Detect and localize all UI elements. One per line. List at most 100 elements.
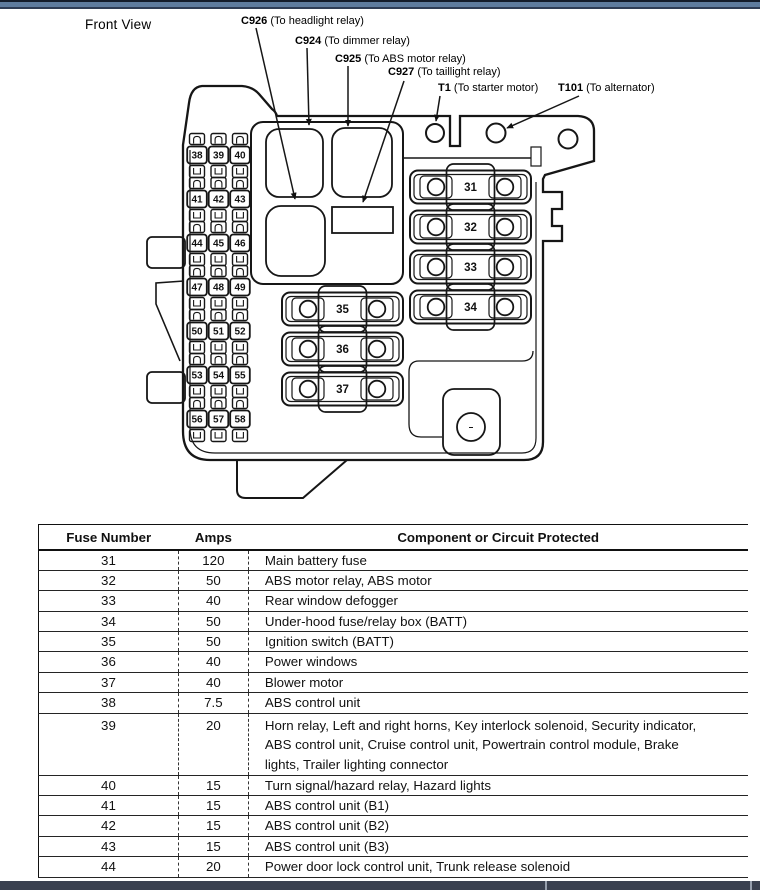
header-fuse-number: Fuse Number (38, 524, 179, 551)
connector-id: C925 (335, 53, 362, 65)
mini-fuse-56: 56 (186, 396, 208, 443)
connector-id: T1 (438, 82, 451, 94)
svg-text:57: 57 (213, 415, 225, 426)
table-row: 34 50 Under-hood fuse/relay box (BATT) (38, 611, 748, 633)
fuse-cell: 34 (38, 611, 179, 633)
connector-id: C926 (241, 15, 268, 27)
fuse-cell: 38 (38, 692, 179, 714)
component-cell: Ignition switch (BATT) (247, 631, 748, 653)
svg-text:58: 58 (234, 415, 246, 426)
component-cell: Turn signal/hazard relay, Hazard lights (247, 775, 748, 797)
diagram-title-text: Front View (85, 17, 152, 32)
component-cell: ABS motor relay, ABS motor (247, 570, 748, 592)
mini-fuse-55: 55 (229, 352, 251, 399)
bottom-bar-separator (750, 881, 752, 890)
svg-text:37: 37 (336, 384, 349, 396)
diagram-title: Front View (85, 17, 152, 32)
component-cell: Under-hood fuse/relay box (BATT) (247, 611, 748, 633)
amps-cell: 15 (177, 795, 249, 817)
connector-id: C927 (388, 66, 415, 78)
svg-text:44: 44 (191, 239, 203, 250)
connector-desc: (To headlight relay) (270, 15, 364, 27)
component-cell: Main battery fuse (247, 550, 748, 571)
amps-cell: 50 (177, 611, 249, 633)
connector-desc: (To taillight relay) (417, 66, 501, 78)
fuse-cell: 43 (38, 836, 179, 858)
svg-text:38: 38 (191, 151, 203, 162)
table-row: 41 15 ABS control unit (B1) (38, 795, 748, 817)
pointer-line-c926 (255, 27, 297, 200)
svg-text:42: 42 (213, 195, 225, 206)
page-top-bar (0, 0, 760, 9)
svg-text:40: 40 (234, 151, 246, 162)
amps-cell: 120 (177, 550, 249, 571)
callout-c926: C926 (To headlight relay) (241, 15, 364, 27)
fuse-cell: 31 (38, 550, 179, 571)
component-cell: Rear window defogger (247, 590, 748, 612)
svg-text:33: 33 (464, 262, 477, 274)
fuse-cell: 39 (38, 713, 179, 776)
fuse-cell: 36 (38, 651, 179, 673)
amps-cell: 20 (177, 856, 249, 878)
fuse-table-section: Fuse Number Amps Component or Circuit Pr… (38, 524, 748, 878)
mini-fuse-42: 42 (207, 176, 230, 223)
taillight-relay (331, 206, 394, 234)
svg-text:50: 50 (191, 327, 203, 338)
mini-fuse-40: 40 (229, 132, 251, 179)
connector-desc: (To starter motor) (453, 82, 539, 94)
fuse-cell: 44 (38, 856, 179, 878)
svg-text:47: 47 (191, 283, 203, 294)
table-row: 31 120 Main battery fuse (38, 550, 748, 571)
amps-cell: 15 (177, 815, 249, 837)
mini-fuse-39: 39 (207, 132, 230, 179)
svg-text:34: 34 (464, 302, 477, 314)
mini-fuse-46: 46 (229, 220, 251, 267)
connector-desc: (To alternator) (586, 82, 655, 94)
headlight-relay (265, 205, 326, 277)
amps-cell: 40 (177, 672, 249, 694)
bottom-right-boss (442, 388, 501, 456)
amps-cell: 40 (177, 590, 249, 612)
fuse-cell: 33 (38, 590, 179, 612)
pointer-line-t1 (434, 95, 441, 122)
fusebox-inner-lip (189, 150, 537, 454)
connector-id: C924 (295, 35, 322, 47)
connector-desc: (To dimmer relay) (324, 35, 410, 47)
amps-cell: 50 (177, 631, 249, 653)
mounting-bracket-hole (557, 128, 579, 150)
svg-text:43: 43 (234, 195, 246, 206)
table-header-row: Fuse Number Amps Component or Circuit Pr… (38, 524, 748, 551)
mini-fuse-50: 50 (186, 308, 208, 355)
svg-text:39: 39 (213, 151, 225, 162)
terminal-t1 (425, 123, 445, 143)
component-cell: ABS control unit (247, 692, 748, 714)
large-fuse-31: 31 (409, 163, 532, 211)
component-cell: Blower motor (247, 672, 748, 694)
table-row: 37 40 Blower motor (38, 672, 748, 694)
large-fuse-32: 32 (409, 203, 532, 251)
amps-cell: 15 (177, 775, 249, 797)
svg-text:48: 48 (213, 283, 225, 294)
page-bottom-bar (0, 881, 760, 890)
large-fuse-33: 33 (409, 243, 532, 291)
relay-box (250, 121, 404, 285)
svg-text:52: 52 (234, 327, 246, 338)
pointer-line-c927 (362, 80, 405, 203)
svg-text:46: 46 (234, 239, 246, 250)
svg-text:54: 54 (213, 371, 225, 382)
svg-text:41: 41 (191, 195, 203, 206)
left-tab-upper (146, 236, 186, 269)
amps-cell: 15 (177, 836, 249, 858)
mini-fuse-43: 43 (229, 176, 251, 223)
shelf-end-detail (530, 146, 542, 167)
table-row: 33 40 Rear window defogger (38, 590, 748, 612)
pointer-line-c924 (305, 47, 312, 126)
dimmer-relay (265, 128, 324, 198)
table-row: 36 40 Power windows (38, 651, 748, 673)
fuse-cell: 35 (38, 631, 179, 653)
left-tab-lower (146, 371, 186, 404)
callout-c925: C925 (To ABS motor relay) (335, 53, 466, 65)
mini-fuse-41: 41 (186, 176, 208, 223)
table-row: 39 20 Horn relay, Left and right horns, … (38, 713, 748, 776)
